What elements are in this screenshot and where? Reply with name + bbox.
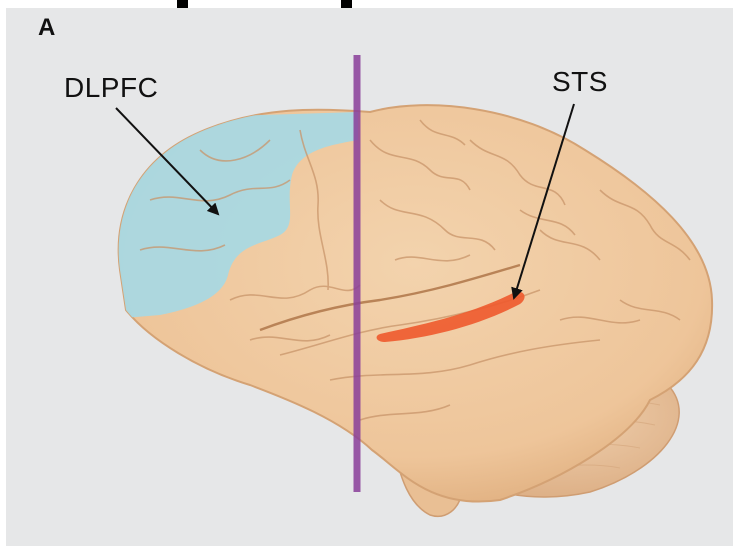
dlpfc-label: DLPFC: [64, 74, 158, 102]
panel-letter: A: [38, 16, 55, 40]
sts-label: STS: [552, 68, 608, 96]
